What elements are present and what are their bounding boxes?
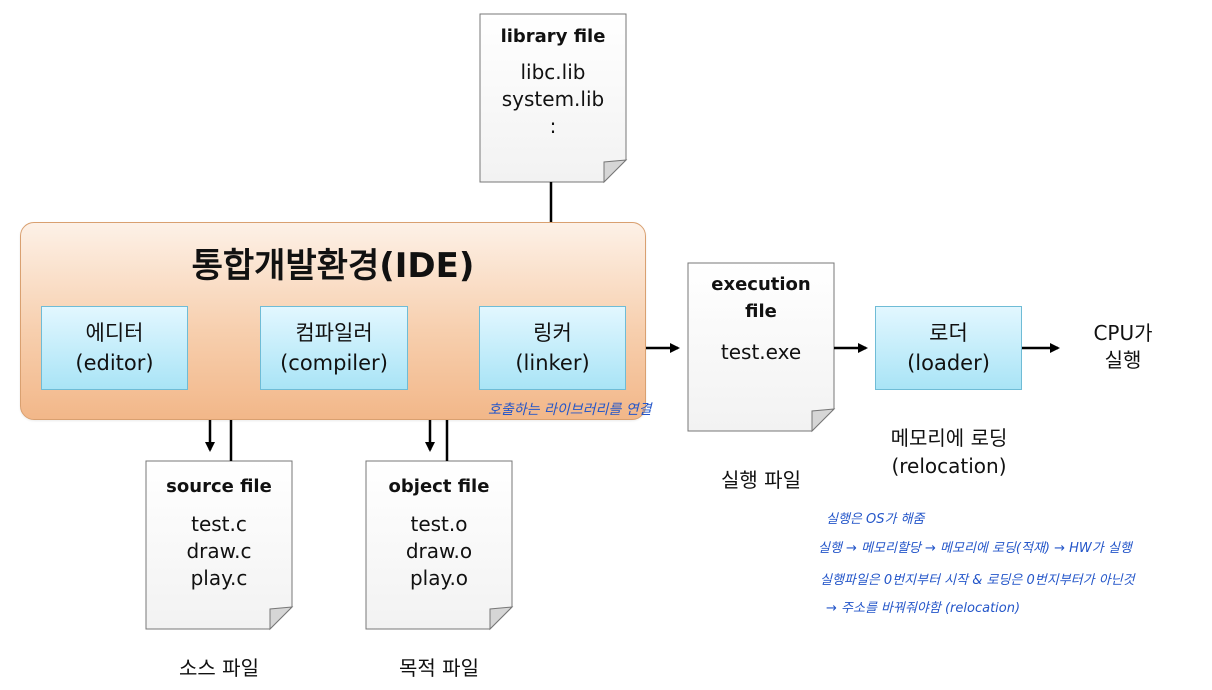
- linker-label-ko: 링커: [533, 321, 572, 345]
- cpu-caption-line2: 실행: [1104, 348, 1142, 372]
- cpu-caption: CPU가 실행: [1068, 320, 1178, 374]
- cpu-caption-line1: CPU가: [1093, 321, 1153, 345]
- object-item: draw.o: [405, 539, 473, 563]
- source-caption: 소스 파일: [179, 656, 259, 680]
- object-file-shape: [365, 460, 514, 631]
- editor-box: 에디터 (editor): [41, 306, 188, 390]
- ide-title: 통합개발환경(IDE): [191, 246, 475, 286]
- loader-box: 로더 (loader): [875, 306, 1022, 390]
- execution-caption: 실행 파일: [721, 468, 801, 492]
- handwritten-note-line: 실행 → 메모리할당 → 메모리에 로딩(적재) → HW가 실행: [818, 541, 1132, 556]
- execution-file-title: execution: [711, 274, 811, 295]
- source-item: play.c: [190, 566, 248, 590]
- loader-caption-line1: 메모리에 로딩: [890, 426, 1008, 450]
- handwritten-note-line: 실행파일은 0번지부터 시작 & 로딩은 0번지부터가 아닌것: [820, 573, 1135, 588]
- library-item: system.lib: [501, 87, 605, 111]
- library-item: :: [549, 114, 557, 138]
- compiler-label-ko: 컴파일러: [295, 321, 373, 345]
- execution-file-title-2: file: [745, 301, 777, 322]
- object-item: test.o: [410, 512, 468, 536]
- object-file-title: object file: [388, 476, 490, 497]
- handwritten-note-line: 실행은 OS가 해줌: [826, 512, 925, 527]
- editor-label-en: (editor): [75, 351, 154, 375]
- source-file-title: source file: [166, 476, 272, 497]
- handwritten-note-line: → 주소를 바꿔줘야함 (relocation): [826, 601, 1021, 616]
- object-item: play.o: [409, 566, 469, 590]
- linker-label-en: (linker): [515, 351, 590, 375]
- library-file-title: library file: [500, 26, 606, 47]
- loader-caption-line2: (relocation): [891, 454, 1007, 478]
- object-file: object file test.o draw.o play.o: [366, 476, 512, 592]
- editor-label-ko: 에디터: [85, 321, 144, 345]
- loader-label-ko: 로더: [929, 321, 968, 345]
- execution-file: execution file test.exe: [688, 271, 834, 366]
- compiler-box: 컴파일러 (compiler): [260, 306, 408, 390]
- object-caption: 목적 파일: [399, 656, 479, 680]
- execution-file-shape: [687, 262, 836, 433]
- linker-box: 링커 (linker): [479, 306, 626, 390]
- library-file: library file libc.lib system.lib :: [480, 26, 626, 140]
- source-item: test.c: [191, 512, 247, 536]
- source-file-shape: [145, 460, 294, 631]
- execution-item: test.exe: [720, 340, 802, 364]
- source-item: draw.c: [186, 539, 252, 563]
- library-file-shape: [479, 13, 628, 184]
- loader-caption: 메모리에 로딩 (relocation): [860, 424, 1038, 480]
- handwritten-linker-note: 호출하는 라이브러리를 연결: [488, 402, 652, 418]
- loader-label-en: (loader): [907, 351, 990, 375]
- source-file: source file test.c draw.c play.c: [146, 476, 292, 592]
- library-item: libc.lib: [520, 60, 586, 84]
- compiler-label-en: (compiler): [280, 351, 388, 375]
